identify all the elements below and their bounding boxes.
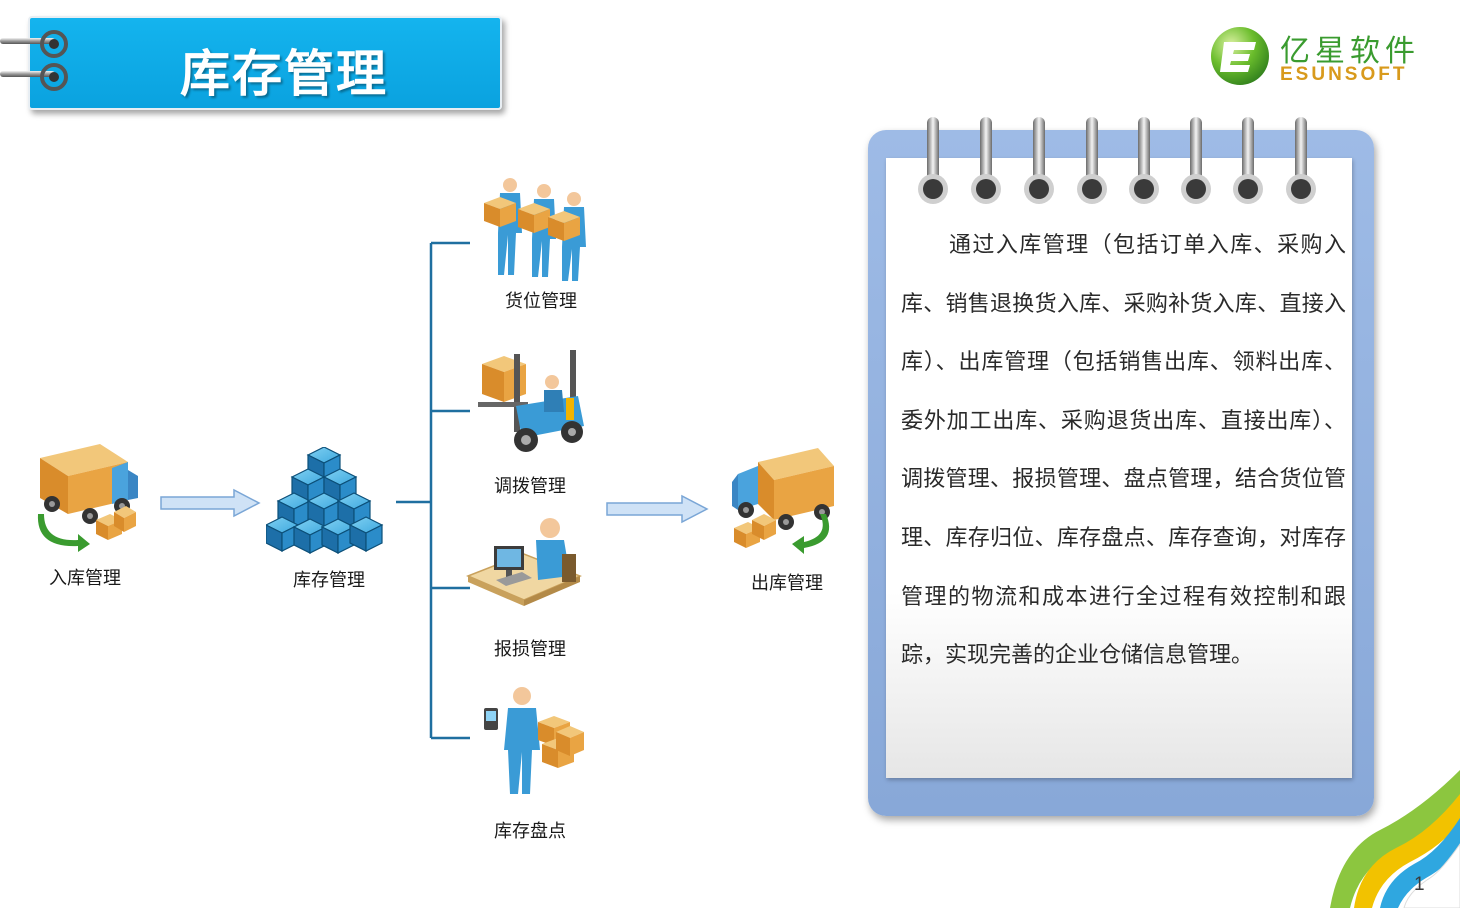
node-label-inventory: 库存管理 [293, 570, 365, 591]
boxes-stack-icon [266, 447, 384, 554]
notepad-paper [886, 158, 1352, 778]
node-label-stocktake: 库存盘点 [494, 821, 566, 842]
page-number: 1 [1414, 874, 1425, 895]
corner-swoosh-decoration [1330, 770, 1460, 908]
truck-icon [37, 444, 138, 552]
flow-arrow-2 [606, 494, 709, 524]
page-title: 库存管理 [180, 45, 388, 103]
company-logo: 亿星软件 ESUNSOFT [1208, 24, 1443, 88]
node-label-inbound: 入库管理 [49, 568, 121, 589]
forklift-icon [478, 350, 584, 452]
title-banner: 库存管理 [28, 16, 502, 110]
truck-icon [732, 448, 834, 554]
logo-english-name: ESUNSOFT [1280, 64, 1408, 85]
node-label-loss-report: 报损管理 [494, 639, 566, 660]
workers-carrying-boxes-icon [484, 178, 586, 281]
scanner-worker-icon [484, 687, 584, 794]
node-label-transfer: 调拨管理 [494, 476, 566, 497]
computer-desk-worker-icon [466, 518, 582, 606]
node-label-outbound: 出库管理 [751, 573, 823, 594]
flow-arrow-1 [160, 488, 261, 518]
bracket-connector [396, 241, 470, 740]
notepad-spiral-icon [918, 117, 1316, 204]
logo-chinese-name: 亿星软件 [1280, 34, 1420, 69]
node-label-location: 货位管理 [505, 291, 577, 312]
spiral-ring-icon [0, 30, 68, 91]
notepad-description: 通过入库管理（包括订单入库、采购入库、销售退换货入库、采购补货入库、直接入库）、… [901, 233, 1346, 669]
logo-e-icon [1211, 27, 1269, 85]
